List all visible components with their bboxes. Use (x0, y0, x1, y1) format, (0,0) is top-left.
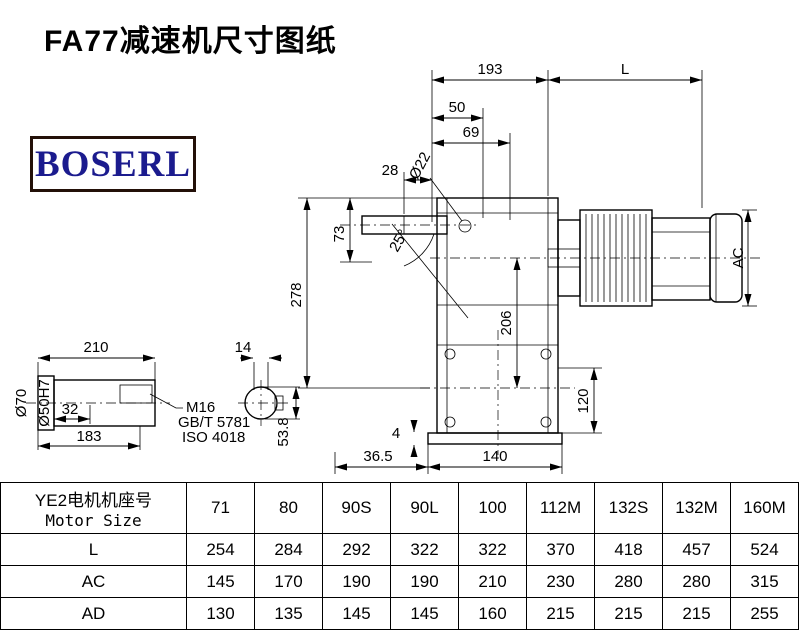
table-cell: 230 (526, 565, 595, 598)
dimension-lines (38, 76, 752, 471)
table-header-row: YE2电机机座号 Motor Size 71 80 90S 90L 100 11… (0, 482, 799, 534)
standard-label-gbt: GB/T 5781 (178, 414, 250, 431)
table-cell: 215 (526, 597, 595, 630)
foot-plate (427, 432, 563, 445)
motor-view (547, 209, 743, 307)
table-cell: 255 (730, 597, 799, 630)
row-header: AD (0, 597, 187, 630)
table-cell: 280 (594, 565, 663, 598)
col-header: 112M (526, 482, 595, 534)
motor-frame-label-en: Motor Size (45, 511, 142, 530)
table-row-AC: AC 145 170 190 190 210 230 280 280 315 (0, 565, 799, 598)
dim-label-278: 278 (288, 282, 305, 307)
table-cell: 322 (458, 533, 527, 566)
table-row-AD: AD 130 135 145 145 160 215 215 215 255 (0, 597, 799, 630)
dim-label-28: 28 (382, 162, 399, 179)
motor-fins (585, 214, 647, 302)
dim-label-206: 206 (498, 310, 515, 335)
table-cell: 254 (186, 533, 255, 566)
table-cell: 315 (730, 565, 799, 598)
table-cell: 292 (322, 533, 391, 566)
dim-label-dia50h7: Ø50H7 (36, 379, 53, 427)
col-header: 90S (322, 482, 391, 534)
flange-hole (540, 348, 552, 360)
table-cell: 130 (186, 597, 255, 630)
spec-table: YE2电机机座号 Motor Size 71 80 90S 90L 100 11… (0, 482, 799, 630)
col-header: 100 (458, 482, 527, 534)
table-cell: 190 (390, 565, 459, 598)
thread-label-m16: M16 (186, 399, 215, 416)
dim-label-32: 32 (62, 401, 79, 418)
dim-label-AC: AC (730, 247, 747, 268)
dim-label-4: 4 (392, 425, 400, 442)
table-cell: 145 (186, 565, 255, 598)
dim-label-25deg: 25° (386, 227, 412, 255)
col-header: 71 (186, 482, 255, 534)
extension-lines (37, 70, 757, 474)
table-cell: 457 (662, 533, 731, 566)
centerlines (26, 224, 760, 455)
m16-leader (149, 393, 183, 409)
angle-line (391, 223, 469, 319)
motor-frame-label-cn: YE2电机机座号 (34, 491, 153, 510)
col-header: 132M (662, 482, 731, 534)
dimension-labels: 193 L 50 69 Ø22 28 73 25° 278 206 AC 120… (13, 61, 747, 465)
dim-label-36-5: 36.5 (363, 448, 392, 465)
dim-label-140: 140 (482, 448, 507, 465)
flange-hole (540, 416, 552, 428)
dim-label-210: 210 (83, 339, 108, 356)
table-corner-cell: YE2电机机座号 Motor Size (0, 482, 187, 534)
dim-label-120: 120 (575, 388, 592, 413)
page-title: FA77减速机尺寸图纸 (44, 25, 337, 58)
flange-hole (444, 348, 456, 360)
dim-label-53-8: 53.8 (275, 417, 292, 446)
dim-label-dia22: Ø22 (406, 149, 434, 182)
key-section (119, 384, 153, 404)
dim-label-50: 50 (449, 99, 466, 116)
table-cell: 284 (254, 533, 323, 566)
keyway (274, 395, 284, 411)
dim-label-L: L (621, 61, 629, 78)
dim-label-69: 69 (463, 124, 480, 141)
table-cell: 170 (254, 565, 323, 598)
table-cell: 190 (322, 565, 391, 598)
dim-label-dia70: Ø70 (13, 389, 30, 417)
table-cell: 160 (458, 597, 527, 630)
flange-hole (444, 416, 456, 428)
logo-text: BOSERL (34, 143, 192, 185)
dim-label-183: 183 (76, 428, 101, 445)
col-header: 80 (254, 482, 323, 534)
table-cell: 524 (730, 533, 799, 566)
dim-label-193: 193 (477, 61, 502, 78)
standard-label-iso: ISO 4018 (182, 429, 245, 446)
bolt-hole (458, 219, 472, 233)
table-cell: 135 (254, 597, 323, 630)
hub-section (403, 215, 448, 235)
table-cell: 370 (526, 533, 595, 566)
table-cell: 418 (594, 533, 663, 566)
boserl-logo: BOSERL (30, 136, 196, 192)
table-cell: 322 (390, 533, 459, 566)
shaft-cross-section (244, 386, 284, 420)
table-cell: 280 (662, 565, 731, 598)
gearbox-view (361, 197, 563, 445)
shaft-detail-view (37, 375, 183, 431)
table-cell: 145 (390, 597, 459, 630)
fan-cowl (709, 213, 743, 303)
table-cell: 145 (322, 597, 391, 630)
row-header: L (0, 533, 187, 566)
table-cell: 215 (594, 597, 663, 630)
dia22-leader (429, 177, 463, 222)
table-cell: 210 (458, 565, 527, 598)
col-header: 132S (594, 482, 663, 534)
dim-label-14: 14 (235, 339, 252, 356)
row-header: AC (0, 565, 187, 598)
dimension-drawing: 193 L 50 69 Ø22 28 73 25° 278 206 AC 120… (13, 61, 760, 474)
table-row-L: L 254 284 292 322 322 370 418 457 524 (0, 533, 799, 566)
dim-label-73: 73 (331, 226, 348, 243)
angle-arc (403, 233, 435, 267)
col-header: 160M (730, 482, 799, 534)
col-header: 90L (390, 482, 459, 534)
table-cell: 215 (662, 597, 731, 630)
